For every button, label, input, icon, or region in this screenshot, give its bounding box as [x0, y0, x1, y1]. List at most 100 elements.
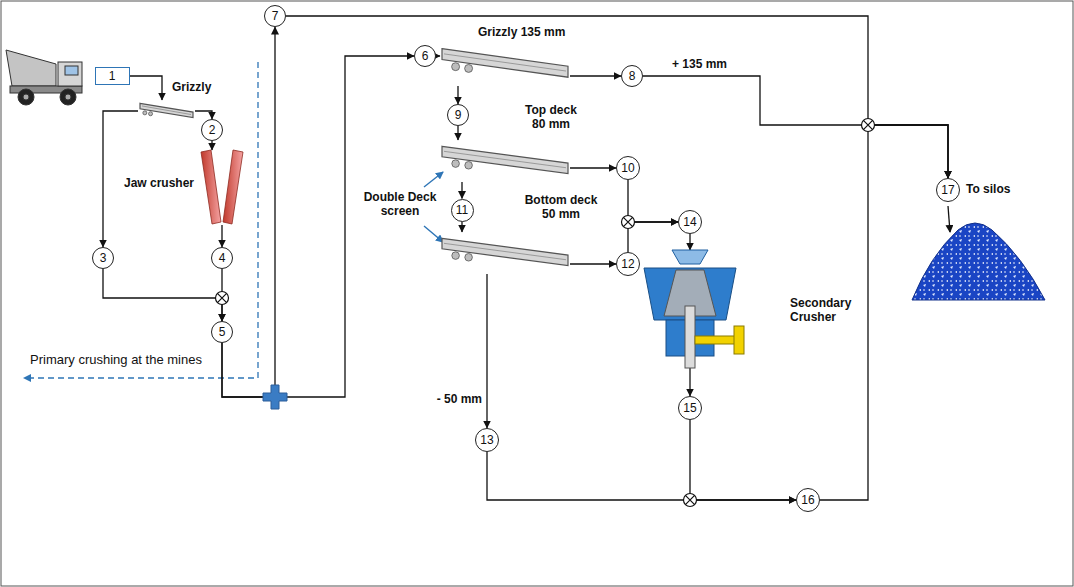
- equipment-outline: [630, 250, 750, 368]
- drive-pulley: [734, 326, 744, 354]
- stream-note: - 50 mm: [428, 392, 482, 406]
- flow-line: [457, 86, 458, 104]
- flow-line: [570, 263, 616, 264]
- stream-label: 13: [480, 434, 493, 446]
- stream-label: 17: [941, 184, 954, 196]
- flow-line: [222, 27, 275, 397]
- flow-line: [689, 234, 690, 250]
- stream-note: Double Deck screen: [360, 190, 440, 219]
- stream-label: 4: [219, 252, 226, 264]
- vibrator-motor: [465, 161, 473, 169]
- screen-body: [442, 238, 568, 265]
- stream-label: 3: [100, 252, 107, 264]
- stream-number: 14: [678, 210, 702, 234]
- feed-hopper: [672, 250, 708, 264]
- stream-number: 10: [616, 156, 640, 180]
- stream-label: 6: [422, 50, 429, 62]
- flow-line: [570, 167, 616, 168]
- stream-label: 11: [456, 204, 468, 216]
- stream-label: 8: [629, 70, 636, 82]
- dump-truck: [6, 50, 82, 105]
- stream-number: 15: [678, 396, 702, 420]
- equipment-outline: [440, 42, 570, 86]
- equipment-outline: [199, 150, 245, 225]
- pointer-arrow: [424, 226, 443, 242]
- stream-number: 6: [414, 45, 436, 67]
- stream-number: 17: [936, 178, 960, 202]
- grizzly-screen: Grizzly 135 mm: [440, 42, 570, 86]
- equipment-outline: [440, 232, 570, 274]
- screen-body: [140, 103, 193, 117]
- flow-line: [211, 141, 212, 150]
- screen-mesh: [444, 54, 566, 71]
- vibrator-motor: [452, 252, 460, 260]
- equipment-label: Grizzly 135 mm: [478, 25, 565, 39]
- vibrator-motor: [465, 64, 473, 72]
- stream-number: 16: [796, 488, 820, 512]
- flow-line: [690, 420, 796, 500]
- flow-line: [195, 111, 212, 119]
- stream-number: 11: [451, 199, 474, 222]
- stream-note: + 135 mm: [672, 57, 727, 71]
- flow-line: [643, 76, 948, 178]
- flow-line: [570, 75, 621, 76]
- mixer-symbol: [216, 119, 875, 507]
- screen-mesh: [444, 243, 566, 259]
- jaw-plate: [223, 150, 243, 224]
- stream-label: 12: [621, 258, 634, 270]
- equipment-label: Jaw crusher: [108, 176, 194, 190]
- stream-number: 4: [211, 247, 233, 269]
- flow-line: [486, 274, 487, 428]
- equipment-label: Grizzly: [172, 80, 211, 94]
- stream-number: 3: [92, 247, 114, 269]
- equipment-label: Secondary Crusher: [790, 296, 860, 325]
- stream-label: 5: [219, 326, 226, 338]
- grizzly-screen: Grizzly: [138, 100, 195, 122]
- vibrator-motor: [452, 63, 460, 71]
- boundary-note: Primary crushing at the mines: [30, 352, 202, 368]
- stream-number: 9: [447, 104, 469, 126]
- screen-deck: Bottom deck 50 mm: [440, 232, 570, 274]
- screen-body: [442, 49, 568, 78]
- stream-label: 1: [109, 70, 116, 82]
- vibrator-motor: [465, 253, 473, 261]
- vibrator-motor: [452, 160, 460, 168]
- stream-number: 8: [621, 65, 643, 87]
- vibrator-motor: [143, 111, 147, 115]
- jaw-plate: [201, 150, 221, 224]
- flow-line: [689, 368, 690, 396]
- stream-label: 10: [621, 162, 634, 174]
- stream-label: 2: [209, 124, 216, 136]
- equipment-outline: [440, 140, 570, 182]
- main-shaft: [685, 306, 695, 368]
- discharge-arrow: [948, 206, 950, 232]
- equipment-label: Bottom deck 50 mm: [520, 193, 602, 222]
- splitter-symbol: [263, 385, 287, 409]
- stream-label: 7: [272, 10, 279, 22]
- flow-line: [820, 125, 948, 500]
- cone-crusher: Secondary Crusher: [630, 250, 750, 368]
- stream-label: 14: [683, 216, 696, 228]
- stream-number: 7: [264, 5, 286, 27]
- jaw-crusher: Jaw crusher: [199, 150, 245, 225]
- boundary-line: [24, 62, 258, 378]
- feed-box: 1: [95, 67, 130, 85]
- stream-number: 5: [211, 321, 233, 343]
- flow-line: [461, 182, 462, 199]
- flow-line: [286, 16, 948, 178]
- stream-label: 9: [455, 109, 462, 121]
- flow-line: [130, 76, 163, 100]
- drive-shaft: [695, 336, 737, 344]
- flow-line: [487, 452, 796, 500]
- stream-number: 12: [616, 252, 640, 276]
- flow-line: [436, 55, 440, 56]
- flow-line: [457, 126, 458, 140]
- stream-number: 13: [475, 428, 499, 452]
- screen-mesh: [444, 151, 566, 167]
- flow-line: [628, 180, 678, 222]
- flow-line: [628, 222, 678, 252]
